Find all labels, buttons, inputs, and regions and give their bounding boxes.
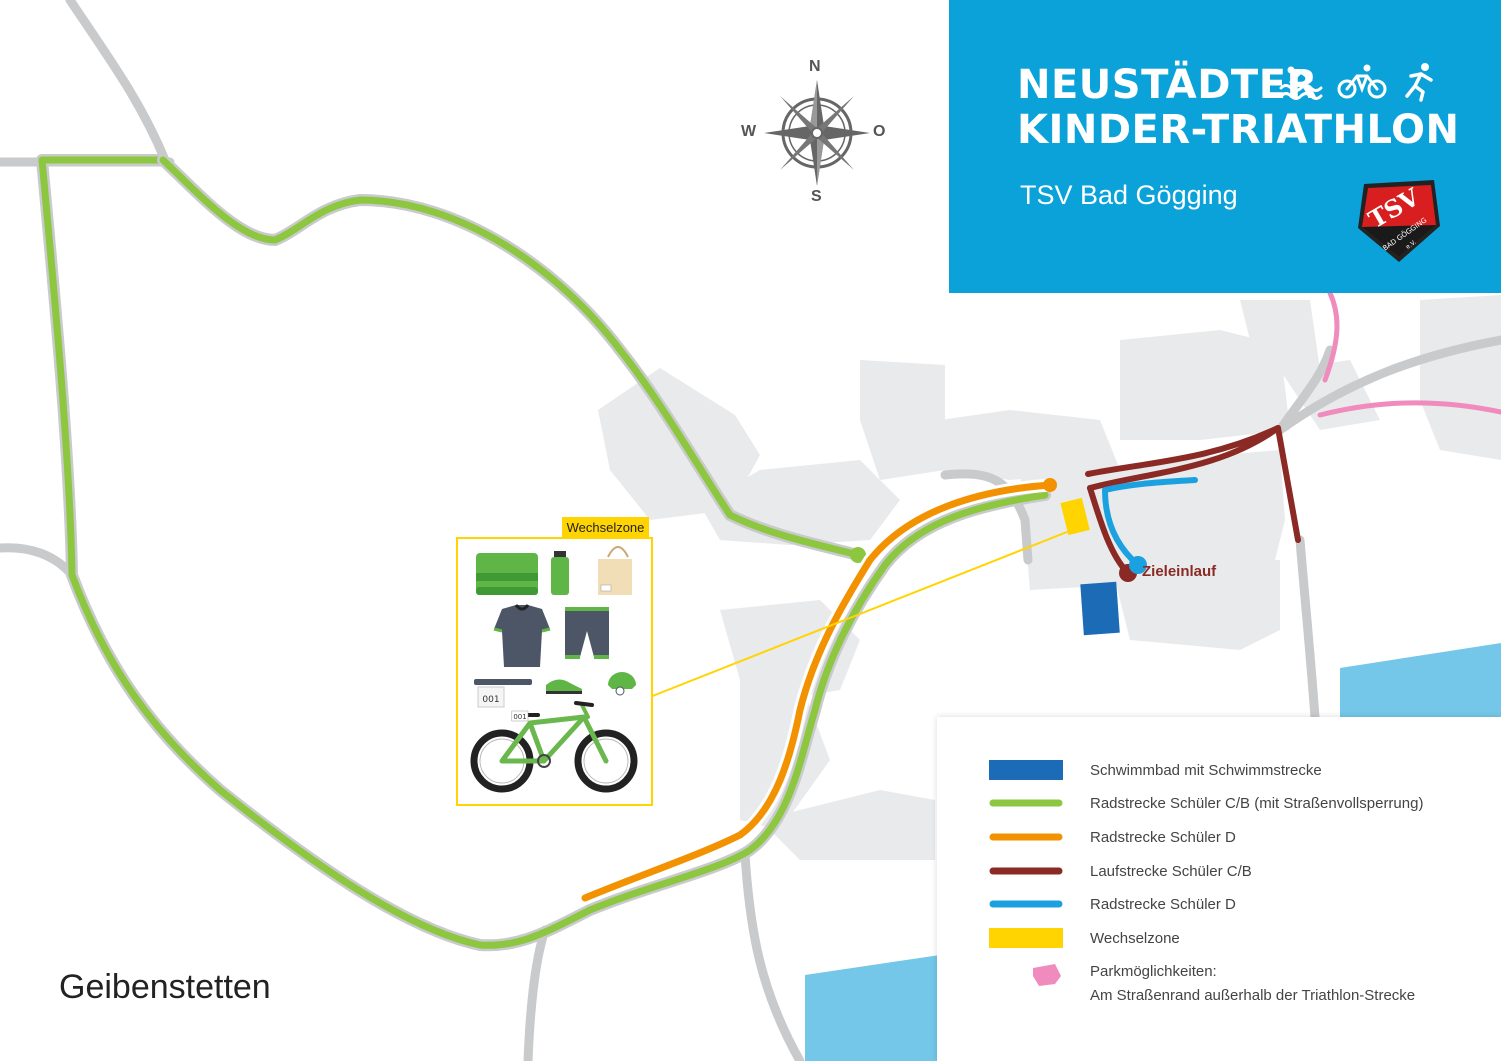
- legend-item-run-cb: Laufstrecke Schüler C/B: [937, 860, 1501, 890]
- compass-north: N: [809, 58, 821, 75]
- legend-item-run-d: Radstrecke Schüler D: [937, 893, 1501, 923]
- legend-swatch-transition: [989, 928, 1063, 948]
- compass-south: S: [811, 188, 822, 205]
- legend-swatch-run-d: [989, 900, 1063, 908]
- legend-label: Parkmöglichkeiten:: [1090, 963, 1217, 980]
- jersey-icon: [493, 604, 551, 667]
- helmet-icon: [608, 672, 636, 696]
- water-area-south: [805, 955, 940, 1061]
- bag-icon: [598, 546, 632, 595]
- legend-item-transition: Wechselzone: [937, 927, 1501, 957]
- shoe-icon: [546, 679, 582, 694]
- legend-label: Radstrecke Schüler D: [1090, 896, 1236, 913]
- event-title-line2: KINDER-TRIATHLON: [1017, 107, 1460, 153]
- title-panel: NEUSTÄDTER KINDER-TRIATHLON TSV Bad Gögg…: [949, 0, 1501, 293]
- town-label: Geibenstetten: [59, 968, 271, 1006]
- race-belt-icon: 001: [474, 679, 532, 708]
- bike-icon: [1337, 64, 1387, 99]
- legend-label: Radstrecke Schüler D: [1090, 829, 1236, 846]
- towel-icon: [476, 553, 538, 595]
- legend-label: Laufstrecke Schüler C/B: [1090, 863, 1252, 880]
- transition-zone-marker: [1060, 497, 1090, 536]
- bike-route-d-orange: [578, 478, 1057, 905]
- compass-east: O: [873, 123, 886, 140]
- legend-item-parking: Parkmöglichkeiten: Am Straßenrand außerh…: [937, 960, 1501, 1010]
- legend-swatch-parking: [1033, 964, 1061, 986]
- event-title-line1: NEUSTÄDTER: [1017, 62, 1318, 108]
- legend-item-pool: Schwimmbad mit Schwimmstrecke: [937, 759, 1501, 789]
- parking-route: [1317, 290, 1501, 418]
- built-up-area: [598, 295, 1501, 860]
- swim-icon: [1279, 66, 1323, 100]
- legend-item-bike-cb: Radstrecke Schüler C/B (mit Straßenvolls…: [937, 792, 1501, 822]
- legend-swatch-pool: [989, 760, 1063, 780]
- bike-icon: 001: [470, 701, 638, 793]
- legend-label: Schwimmbad mit Schwimmstrecke: [1090, 762, 1322, 779]
- transition-leader-line: [649, 529, 1073, 698]
- legend-swatch-bike-d: [989, 833, 1063, 841]
- svg-text:001: 001: [513, 713, 526, 721]
- svg-text:001: 001: [482, 695, 499, 705]
- run-route-cb: [1085, 425, 1301, 582]
- transition-gear-illustration: 001 001: [470, 546, 638, 793]
- legend-label: Wechselzone: [1090, 930, 1180, 947]
- bottle-icon: [551, 551, 569, 595]
- water-area-east: [1340, 643, 1501, 717]
- shorts-icon: [565, 607, 609, 659]
- legend-label-sub: Am Straßenrand außerhalb der Triathlon-S…: [1090, 987, 1416, 1004]
- bike-route-cb: [36, 154, 1051, 952]
- compass-rose: N S W O: [735, 55, 900, 210]
- organizer-name: TSV Bad Gögging: [1020, 180, 1238, 210]
- club-crest-logo: TSV BAD GÖGGING e.V.: [1358, 180, 1440, 262]
- triathlon-sports-icons: [1279, 63, 1433, 102]
- map-legend: Schwimmbad mit Schwimmstrecke Radstrecke…: [937, 717, 1501, 1061]
- finish-label: Zieleinlauf: [1142, 563, 1217, 580]
- compass-west: W: [741, 123, 757, 140]
- swimming-pool: [1080, 581, 1120, 636]
- run-icon: [1405, 63, 1433, 102]
- legend-label: Radstrecke Schüler C/B (mit Straßenvolls…: [1090, 795, 1424, 812]
- legend-item-bike-d: Radstrecke Schüler D: [937, 826, 1501, 856]
- transition-zone-box: 001 001: [456, 537, 653, 806]
- compass-icon: [764, 80, 870, 186]
- legend-swatch-bike-cb: [989, 799, 1063, 807]
- transition-zone-label: Wechselzone: [562, 517, 649, 538]
- run-route-d-blue: [1102, 477, 1198, 574]
- legend-swatch-run-cb: [989, 867, 1063, 875]
